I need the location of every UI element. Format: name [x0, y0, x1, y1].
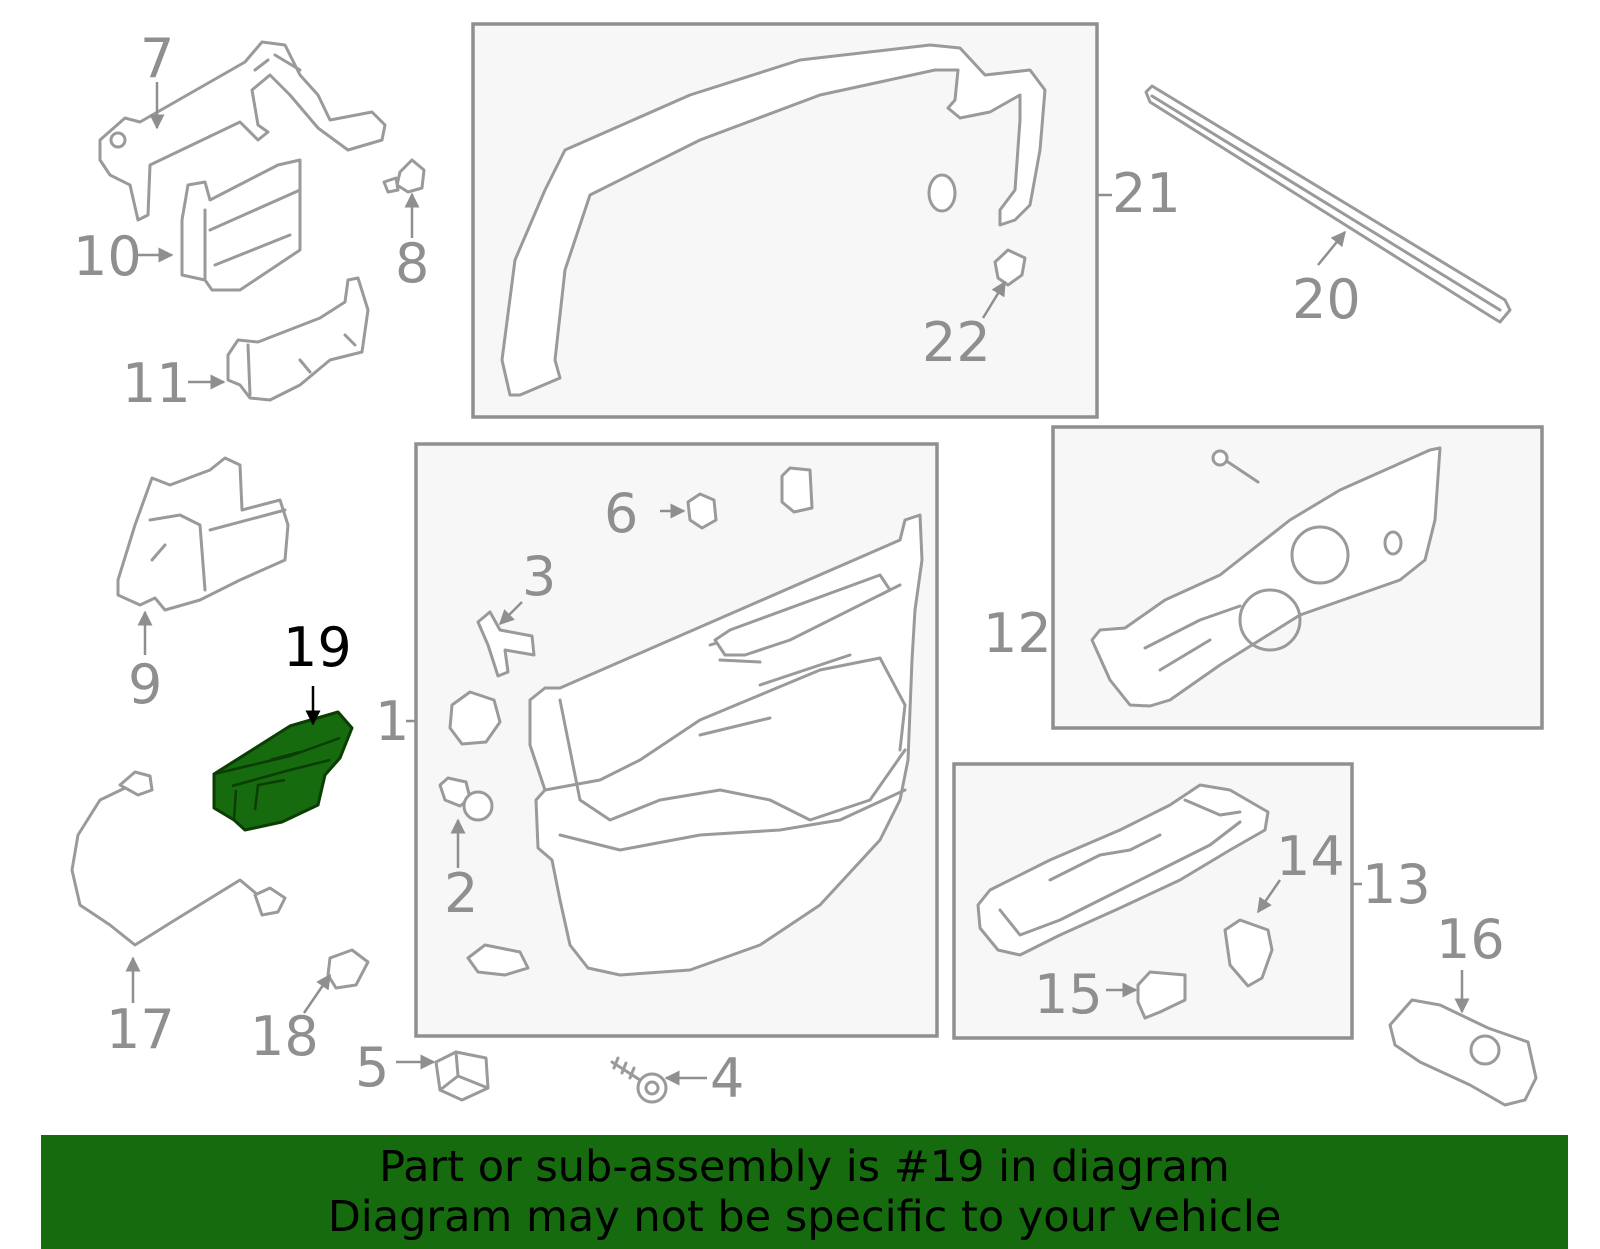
callout-15: 15 [1034, 963, 1103, 1026]
callout-5: 5 [355, 1036, 389, 1099]
part-1-door-panel[interactable] [528, 513, 924, 977]
part-19-switch[interactable] [212, 710, 354, 832]
callout-12: 12 [983, 602, 1052, 665]
part-16-bracket[interactable] [1388, 998, 1538, 1107]
part-17-harness[interactable] [70, 770, 287, 947]
callout-17: 17 [106, 998, 175, 1061]
part-10-housing[interactable] [180, 158, 302, 292]
part-20-strip[interactable] [1144, 84, 1512, 324]
part-13-bezel[interactable] [976, 783, 1270, 957]
part-18-cap[interactable] [326, 948, 370, 990]
callout-3: 3 [522, 545, 556, 608]
part-2-pin[interactable] [438, 776, 494, 822]
callout-21: 21 [1112, 162, 1181, 225]
clip-lower[interactable] [466, 943, 530, 977]
banner-line-1: Part or sub-assembly is #19 in diagram [379, 1142, 1230, 1192]
bolt-part[interactable] [1211, 449, 1260, 484]
part-4-screw[interactable] [610, 1056, 668, 1104]
part-12-armrest[interactable] [1090, 446, 1442, 708]
part-6-grommet[interactable] [686, 492, 718, 530]
part-9-bracket[interactable] [116, 456, 290, 612]
callout-6: 6 [604, 482, 638, 545]
clip-part[interactable] [780, 466, 814, 514]
part-3-clip[interactable] [476, 610, 536, 678]
callout-11: 11 [122, 352, 191, 415]
part-8-clip[interactable] [382, 158, 426, 194]
plug-part[interactable] [448, 690, 502, 746]
callout-16: 16 [1436, 908, 1505, 971]
callout-1: 1 [375, 690, 409, 753]
part-14-clip[interactable] [1223, 918, 1274, 988]
part-7-bracket[interactable] [98, 40, 387, 222]
callout-13: 13 [1362, 853, 1431, 916]
part-21-trim[interactable] [500, 43, 1047, 397]
callout-2: 2 [444, 862, 478, 925]
callout-22: 22 [922, 311, 991, 374]
callout-14: 14 [1276, 825, 1345, 888]
info-banner: Part or sub-assembly is #19 in diagram D… [41, 1135, 1568, 1249]
callout-18: 18 [250, 1005, 319, 1068]
callout-10: 10 [73, 225, 142, 288]
callout-8: 8 [395, 232, 429, 295]
callout-4: 4 [710, 1047, 744, 1110]
callout-20: 20 [1292, 268, 1361, 331]
part-5-nut[interactable] [434, 1050, 490, 1102]
callout-19: 19 [283, 616, 352, 679]
banner-line-2: Diagram may not be specific to your vehi… [327, 1192, 1282, 1242]
part-11-bracket[interactable] [226, 276, 370, 402]
part-15-clip[interactable] [1136, 970, 1187, 1020]
callout-9: 9 [128, 653, 162, 716]
callout-7: 7 [140, 27, 174, 90]
part-22-clip[interactable] [993, 248, 1027, 287]
